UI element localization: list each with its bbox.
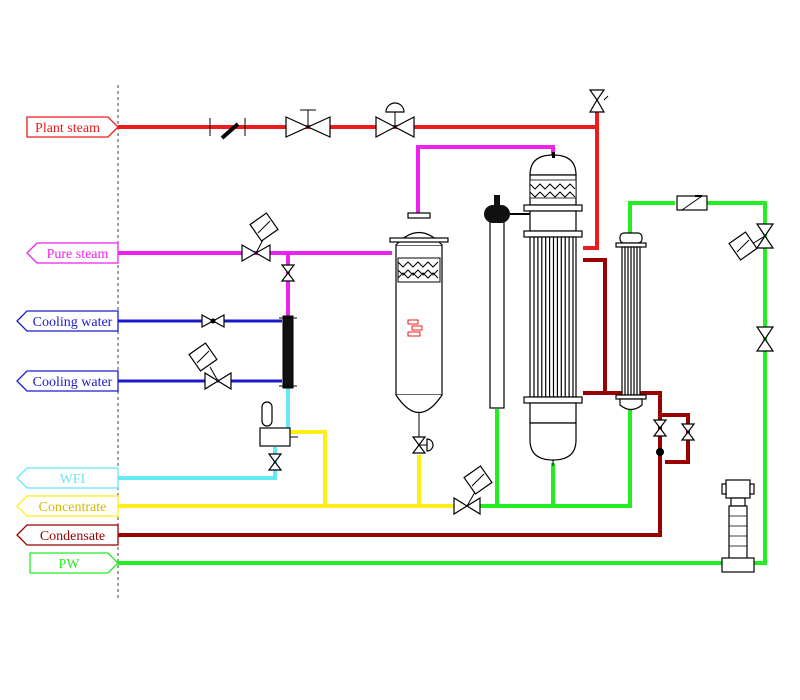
level-column xyxy=(484,195,530,409)
pw-piping xyxy=(118,201,767,565)
concentrate-piping xyxy=(118,430,457,508)
gate-valve-icon xyxy=(680,423,696,441)
pure-steam-piping xyxy=(118,145,555,318)
control-valve-icon xyxy=(728,223,775,261)
sampling-vessel xyxy=(259,401,298,447)
condenser xyxy=(279,315,297,389)
check-valve-icon xyxy=(676,195,708,211)
gate-valve-icon xyxy=(285,109,331,138)
gate-valve-icon xyxy=(201,313,225,329)
stream-label-wfi: WFI xyxy=(60,472,86,487)
pw-preheater xyxy=(615,232,647,411)
stream-label-condensate: Condensate xyxy=(40,529,105,544)
cooling-water-piping xyxy=(118,319,282,383)
stream-label-plant-steam: Plant steam xyxy=(35,121,100,136)
steam-trap-icon xyxy=(656,448,664,456)
safety-valve-icon xyxy=(588,89,609,113)
stream-label-cooling-water-2: Cooling water xyxy=(33,375,113,390)
stream-tag-pw xyxy=(29,552,119,574)
gate-valve-icon xyxy=(280,264,296,282)
stream-tag-pure-steam xyxy=(26,242,119,264)
gate-valve-icon xyxy=(267,453,283,471)
control-valve-icon xyxy=(188,342,232,391)
separator-vessel xyxy=(389,212,449,437)
evaporator-column xyxy=(523,152,583,466)
pump-icon xyxy=(721,479,755,573)
control-valve-icon xyxy=(453,465,493,516)
stream-label-cooling-water-1: Cooling water xyxy=(33,315,113,330)
stream-tag-cooling-water-2 xyxy=(16,370,119,392)
gate-valve-icon xyxy=(755,326,775,352)
stream-tag-wfi xyxy=(16,467,119,489)
gate-valve-icon xyxy=(411,436,434,454)
strainer-icon xyxy=(209,118,246,140)
plant-steam-piping xyxy=(118,112,599,250)
stream-label-concentrate: Concentrate xyxy=(39,500,107,515)
stream-tag-cooling-water-1 xyxy=(16,310,119,332)
stream-tag-plant-steam xyxy=(26,116,119,138)
gate-valve-icon xyxy=(652,419,668,437)
control-valve-icon xyxy=(375,102,415,138)
stream-label-pure-steam: Pure steam xyxy=(47,247,109,262)
stream-tag-condensate xyxy=(16,524,119,546)
control-valve-icon xyxy=(241,212,279,263)
stream-tag-concentrate xyxy=(16,495,119,517)
stream-label-pw: PW xyxy=(59,557,81,572)
